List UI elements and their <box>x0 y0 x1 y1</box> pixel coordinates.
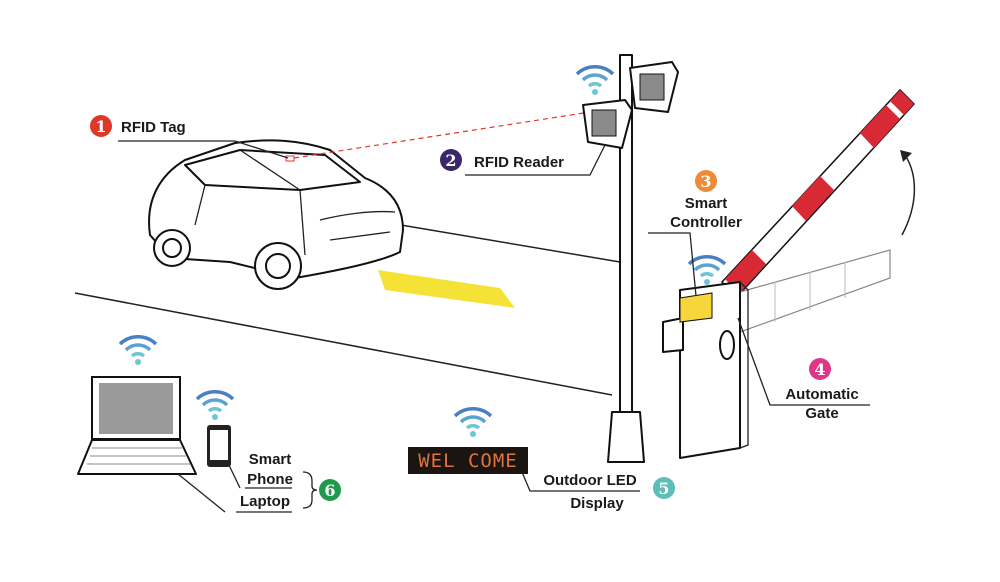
svg-text:Phone: Phone <box>247 471 293 488</box>
svg-text:1: 1 <box>95 117 106 136</box>
road-edge-near <box>74 292 613 396</box>
outdoor-led-display: WEL COME <box>408 447 528 474</box>
automatic-gate <box>662 88 916 459</box>
rfid-reader-upper <box>629 61 679 113</box>
smart-controller-box <box>679 292 713 323</box>
svg-text:Smart: Smart <box>249 451 292 468</box>
rfid-signal-beam <box>293 111 591 159</box>
label-rfid-reader: RFID Reader <box>474 154 564 171</box>
rfid-reader-lower <box>582 99 633 149</box>
laptop <box>77 376 197 475</box>
road <box>74 223 621 396</box>
brace <box>302 471 318 509</box>
svg-text:Laptop: Laptop <box>240 493 290 510</box>
callout-smart-controller: 3 Smart Controller <box>648 170 742 297</box>
svg-text:3: 3 <box>700 172 711 191</box>
raise-arrow <box>901 154 916 236</box>
rfid-tag-sticker <box>285 155 295 162</box>
svg-text:Controller: Controller <box>670 214 742 231</box>
wifi-icon <box>575 65 615 97</box>
svg-text:5: 5 <box>658 479 669 498</box>
callout-rfid-tag: 1 RFID Tag <box>90 115 289 159</box>
svg-text:4: 4 <box>814 360 825 379</box>
wifi-icon <box>118 335 158 367</box>
wifi-icon <box>453 407 493 439</box>
wifi-icon <box>195 390 235 422</box>
callout-rfid-reader: 2 RFID Reader <box>440 144 606 176</box>
svg-text:Gate: Gate <box>805 405 838 422</box>
callout-led-display: 5 Outdoor LED Display <box>521 471 675 512</box>
label-rfid-tag: RFID Tag <box>121 119 186 136</box>
led-display-text: WEL COME <box>418 450 518 472</box>
reader-pole <box>582 54 679 463</box>
svg-text:Outdoor LED: Outdoor LED <box>543 472 636 489</box>
smartphone <box>207 425 231 467</box>
road-edge-far <box>394 223 621 263</box>
svg-text:2: 2 <box>445 151 456 170</box>
car-illustration <box>148 139 404 290</box>
callout-automatic-gate: 4 Automatic Gate <box>737 317 870 422</box>
svg-text:Automatic: Automatic <box>785 386 858 403</box>
svg-text:6: 6 <box>324 481 335 500</box>
svg-text:Smart: Smart <box>685 195 728 212</box>
svg-text:Display: Display <box>570 495 624 512</box>
callout-devices: 6 Smart Phone Laptop <box>177 451 341 513</box>
yellow-road-strip <box>378 270 515 308</box>
